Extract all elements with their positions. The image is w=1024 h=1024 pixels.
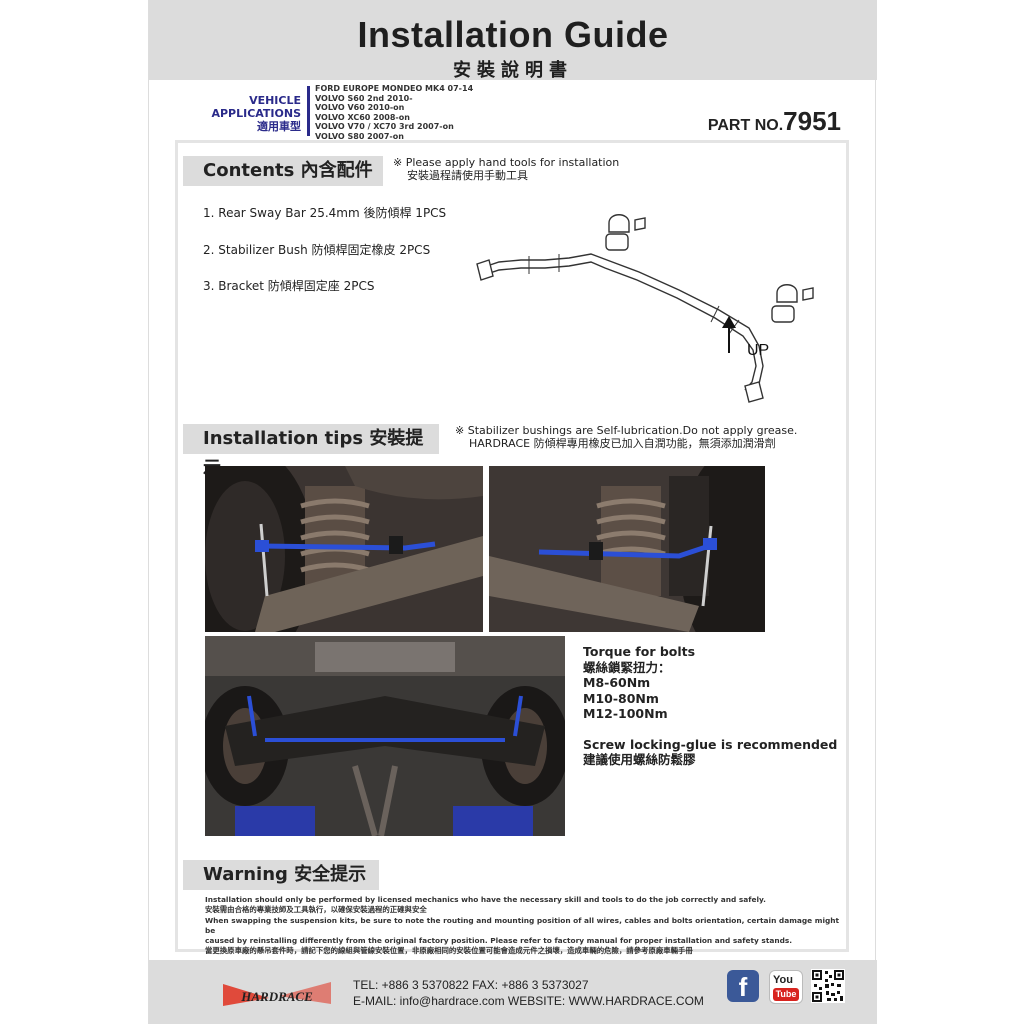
torque-value: M12-100Nm: [583, 706, 668, 721]
page-title: Installation Guide: [357, 14, 669, 55]
vehicle-model: VOLVO XC60 2008-on: [315, 112, 410, 122]
vehicle-model: VOLVO V60 2010-on: [315, 103, 405, 112]
tips-note: ※ Stabilizer bushings are Self-lubricati…: [455, 424, 797, 450]
torque-info: Torque for bolts 螺絲鎖緊扭力： M8-60Nm M10-80N…: [583, 644, 837, 768]
youtube-icon[interactable]: You Tube: [769, 970, 803, 1004]
vehicle-model: VOLVO S80 2007-on: [315, 131, 404, 141]
warning-line: When swapping the suspension kits, be su…: [205, 915, 840, 935]
diagram-up-label: UP: [747, 342, 769, 359]
warning-line: 當更換原車廠的懸吊套件時，請記下您的線組與管線安裝位置，非原廠相同的安裝位置可能…: [205, 946, 693, 956]
torque-value: M8-60Nm: [583, 675, 651, 690]
tips-note-en: ※ Stabilizer bushings are Self-lubricati…: [455, 424, 798, 437]
vehicle-divider: [307, 86, 310, 136]
up-arrow-icon: [722, 316, 736, 353]
footer-band: HARDRACE TEL: +886 3 5370822 FAX: +886 3…: [149, 960, 877, 1024]
torque-title: Torque for bolts: [583, 644, 696, 659]
content-item: 3. Bracket 防傾桿固定座 2PCS: [203, 279, 375, 293]
hardrace-logo: HARDRACE: [223, 982, 331, 1006]
vehicle-model-list: FORD EUROPE MONDEO MK4 07-14 VOLVO S60 2…: [315, 84, 473, 141]
install-photo-left-side: [205, 466, 483, 632]
vehicle-model: VOLVO S60 2nd 2010-: [315, 93, 413, 103]
vehicle-label-en: VEHICLE APPLICATIONS: [211, 94, 301, 120]
warning-line: 安裝需由合格的專業技師及工具執行，以確保安裝過程的正確與安全: [205, 905, 427, 915]
content-item: 2. Stabilizer Bush 防傾桿固定橡皮 2PCS: [203, 243, 431, 257]
youtube-you-text: You: [773, 974, 793, 986]
facebook-icon[interactable]: f: [727, 970, 759, 1002]
contact-phone-fax: TEL: +886 3 5370822 FAX: +886 3 5373027: [353, 978, 589, 992]
contents-note-zh: 安裝過程請使用手動工具: [407, 169, 528, 182]
install-photo-right-side: [489, 466, 765, 632]
warning-line: caused by reinstalling differently from …: [205, 936, 793, 946]
tips-note-zh: HARDRACE 防傾桿專用橡皮已加入自潤功能，無須添加潤滑劑: [469, 437, 776, 450]
installation-tips-heading: Installation tips 安裝提示: [183, 424, 439, 479]
glue-note-en: Screw locking-glue is recommended: [583, 736, 838, 752]
content-frame: [175, 140, 849, 952]
warning-heading: Warning 安全提示: [183, 860, 379, 890]
hardrace-logo-text: HARDRACE: [240, 989, 313, 1004]
torque-title-zh: 螺絲鎖緊扭力：: [583, 659, 671, 675]
install-photo-underside: [205, 636, 565, 836]
torque-spacer: [583, 722, 837, 737]
content-item: 1. Rear Sway Bar 25.4mm 後防傾桿 1PCS: [203, 206, 447, 220]
page-subtitle: 安裝說明書: [453, 60, 573, 81]
vehicle-model: FORD EUROPE MONDEO MK4 07-14: [315, 84, 474, 93]
contact-info: TEL: +886 3 5370822 FAX: +886 3 5373027 …: [353, 977, 704, 1009]
torque-value: M10-80Nm: [583, 690, 659, 706]
contents-heading: Contents 內含配件: [183, 156, 383, 186]
contact-email-website[interactable]: E-MAIL: info@hardrace.com WEBSITE: WWW.H…: [353, 994, 704, 1008]
vehicle-applications-label: VEHICLE APPLICATIONS 適用車型: [179, 94, 301, 133]
installation-guide-page: Installation Guide 安裝說明書 VEHICLE APPLICA…: [148, 0, 877, 1024]
sway-bar-diagram: UP F: [476, 214, 814, 403]
part-number-value: 7951: [783, 106, 841, 136]
contents-note-en: ※ Please apply hand tools for installati…: [393, 156, 620, 169]
warning-text: Installation should only be performed by…: [205, 895, 845, 957]
qr-code-icon[interactable]: [811, 969, 845, 1003]
sway-bar-line-art: [476, 214, 814, 403]
youtube-tube-text: Tube: [773, 988, 799, 1001]
warning-line: Installation should only be performed by…: [205, 895, 766, 904]
vehicle-model: VOLVO V70 / XC70 3rd 2007-on: [315, 122, 454, 131]
contents-note: ※ Please apply hand tools for installati…: [393, 156, 619, 182]
vehicle-label-zh: 適用車型: [257, 120, 301, 133]
part-number-prefix: PART NO.: [707, 117, 784, 134]
header-band: Installation Guide 安裝說明書: [149, 0, 877, 81]
part-number: PART NO.7951: [708, 106, 841, 137]
glue-note-zh: 建議使用螺絲防鬆膠: [583, 752, 696, 767]
